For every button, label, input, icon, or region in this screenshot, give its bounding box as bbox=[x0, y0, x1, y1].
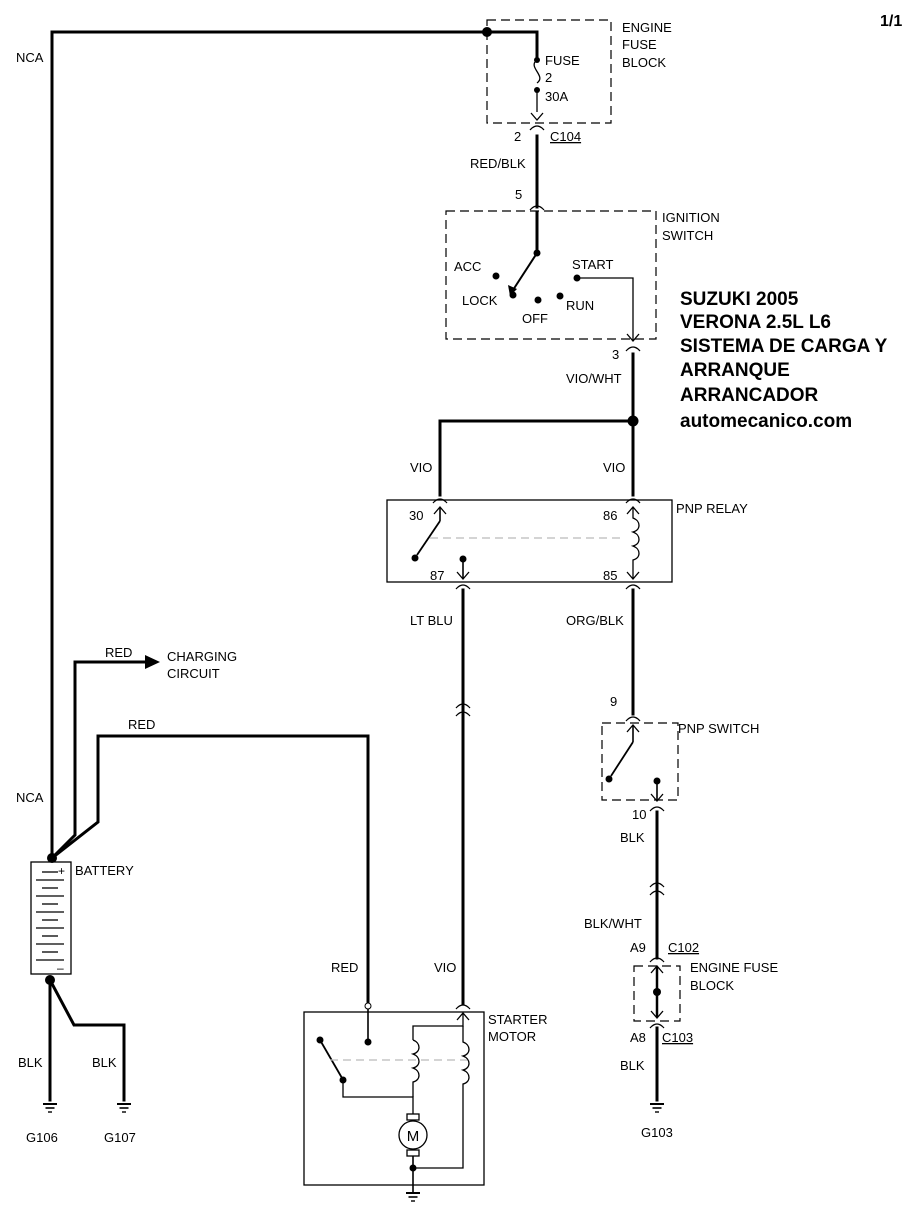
wire-label-vio-starter: VIO bbox=[434, 960, 456, 975]
wire-red-starter bbox=[49, 734, 370, 1006]
wire-red-charging bbox=[49, 660, 147, 861]
engine-fuse-block-top-label-2: FUSE bbox=[622, 37, 657, 52]
battery-box bbox=[30, 861, 72, 975]
ignition-switch-contacts bbox=[492, 249, 641, 352]
starter-motor-label-2: MOTOR bbox=[488, 1029, 536, 1044]
fuse-block-bottom-internals bbox=[649, 957, 665, 1029]
title-line-4: ARRANQUE bbox=[680, 360, 790, 381]
pnp-switch-box bbox=[601, 722, 679, 801]
ground-g103-icon bbox=[649, 1103, 665, 1113]
wire-label-blk-g103: BLK bbox=[620, 1058, 645, 1073]
wire-label-nca-bottom: NCA bbox=[16, 790, 44, 805]
title-line-3: SISTEMA DE CARGA Y bbox=[680, 336, 888, 357]
wire-label-vio-left: VIO bbox=[410, 460, 432, 475]
pnp-switch-pin-10: 10 bbox=[632, 807, 646, 822]
ground-starter-icon bbox=[405, 1192, 421, 1202]
inline-connector-lt-blu bbox=[455, 703, 471, 717]
wire-blk-g107 bbox=[47, 977, 126, 1102]
wire-label-red-starter: RED bbox=[128, 717, 155, 732]
wire-label-vio-wht: VIO/WHT bbox=[566, 371, 622, 386]
relay-pin-86: 86 bbox=[603, 508, 617, 523]
ground-g103-label: G103 bbox=[641, 1125, 673, 1140]
pnp-relay-label: PNP RELAY bbox=[676, 501, 748, 516]
engine-fuse-block-top-label-3: BLOCK bbox=[622, 55, 666, 70]
junction-dot-battery-plus bbox=[47, 853, 57, 863]
engine-fuse-block-bottom-label-1: ENGINE FUSE bbox=[690, 960, 778, 975]
title-line-5: ARRANCADOR bbox=[680, 385, 819, 406]
battery-label: BATTERY bbox=[75, 863, 134, 878]
wire-label-org-blk: ORG/BLK bbox=[566, 613, 624, 628]
wire-label-red-blk: RED/BLK bbox=[470, 156, 526, 171]
ground-g107-icon bbox=[116, 1103, 132, 1113]
battery-cells bbox=[36, 871, 64, 961]
wire-label-red-charging: RED bbox=[105, 645, 132, 660]
pnp-switch-label: PNP SWITCH bbox=[678, 721, 759, 736]
connector-c104: C104 bbox=[550, 129, 581, 144]
ground-g106-label: G106 bbox=[26, 1130, 58, 1145]
battery-plus: + bbox=[58, 864, 65, 878]
starter-motor-box bbox=[303, 1011, 485, 1186]
pnp-relay-internals bbox=[411, 498, 641, 590]
junction-dot-top bbox=[482, 27, 492, 37]
title-line-2: VERONA 2.5L L6 bbox=[680, 312, 831, 333]
ign-off: OFF bbox=[522, 311, 548, 326]
wire-label-lt-blu: LT BLU bbox=[410, 613, 453, 628]
wire-label-blk-g106: BLK bbox=[18, 1055, 43, 1070]
ignition-switch-label-2: SWITCH bbox=[662, 228, 713, 243]
ign-pin-3: 3 bbox=[612, 347, 619, 362]
ignition-switch-label-1: IGNITION bbox=[662, 210, 720, 225]
charging-circuit-label-2: CIRCUIT bbox=[167, 666, 220, 681]
ign-start: START bbox=[572, 257, 613, 272]
relay-pin-87: 87 bbox=[430, 568, 444, 583]
pnp-switch-pin-9: 9 bbox=[610, 694, 617, 709]
relay-pin-30: 30 bbox=[409, 508, 423, 523]
ign-conn-in bbox=[529, 205, 545, 211]
starter-motor-label-1: STARTER bbox=[488, 1012, 547, 1027]
ground-g106-icon bbox=[42, 1103, 58, 1113]
wire-label-red-vertical: RED bbox=[331, 960, 358, 975]
ign-run: RUN bbox=[566, 298, 594, 313]
fuse-block-pin-a9: A9 bbox=[630, 940, 646, 955]
pnp-switch-internals bbox=[605, 716, 665, 812]
connector-c103: C103 bbox=[662, 1030, 693, 1045]
motor-symbol-icon: M bbox=[407, 1128, 420, 1145]
wire-label-blk-wht: BLK/WHT bbox=[584, 916, 642, 931]
ign-acc: ACC bbox=[454, 259, 481, 274]
charging-arrow-icon bbox=[145, 655, 160, 669]
charging-circuit-label-1: CHARGING bbox=[167, 649, 237, 664]
engine-fuse-block-top-label-1: ENGINE bbox=[622, 20, 672, 35]
ign-lock: LOCK bbox=[462, 293, 498, 308]
relay-pin-85: 85 bbox=[603, 568, 617, 583]
wire-label-blk-pnp: BLK bbox=[620, 830, 645, 845]
engine-fuse-block-bottom-label-2: BLOCK bbox=[690, 978, 734, 993]
wire-label-nca-top: NCA bbox=[16, 50, 44, 65]
fuse-rating: 30A bbox=[545, 89, 568, 104]
fuse-number: 2 bbox=[545, 70, 552, 85]
fuse-label: FUSE bbox=[545, 53, 580, 68]
fuse-2-symbol bbox=[529, 57, 545, 131]
title-line-1: SUZUKI 2005 bbox=[680, 289, 799, 310]
junction-dot-vio bbox=[627, 415, 639, 427]
junction-dot-battery-minus bbox=[45, 975, 55, 985]
ignition-switch-box bbox=[445, 210, 657, 340]
pnp-relay-box bbox=[386, 499, 673, 583]
wire-label-blk-g107: BLK bbox=[92, 1055, 117, 1070]
fuse-pin-2: 2 bbox=[514, 129, 521, 144]
wire-nca-main bbox=[50, 30, 539, 860]
ign-pin-5: 5 bbox=[515, 187, 522, 202]
connector-c102: C102 bbox=[668, 940, 699, 955]
ground-g107-label: G107 bbox=[104, 1130, 136, 1145]
title-line-6: automecanico.com bbox=[680, 411, 852, 432]
battery-minus: – bbox=[57, 961, 64, 975]
wire-label-vio-right: VIO bbox=[603, 460, 625, 475]
wire-vio-left bbox=[438, 419, 635, 497]
inline-connector-blk bbox=[649, 882, 665, 896]
engine-fuse-block-top bbox=[486, 19, 612, 124]
starter-motor-internals bbox=[316, 1002, 471, 1192]
fuse-block-pin-a8: A8 bbox=[630, 1030, 646, 1045]
page-number: 1/1 bbox=[880, 13, 902, 30]
